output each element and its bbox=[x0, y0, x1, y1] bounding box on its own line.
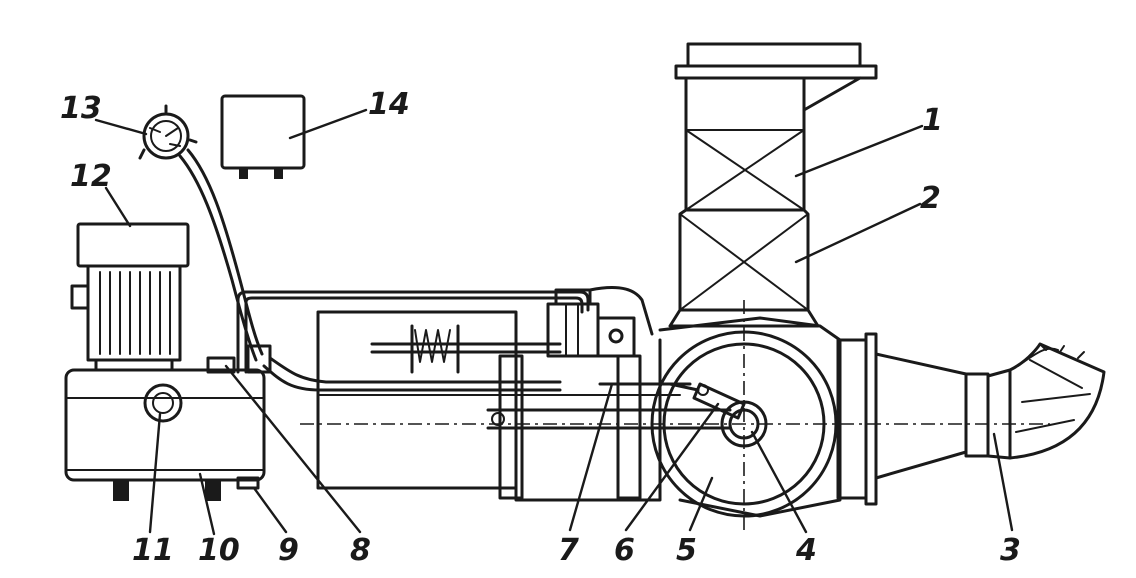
oil-tank bbox=[64, 368, 266, 501]
callout-4: 4 bbox=[795, 533, 817, 568]
callout-8: 8 bbox=[350, 533, 371, 568]
crank-lever bbox=[668, 382, 746, 420]
callout-10: 10 bbox=[198, 533, 240, 568]
electric-motor bbox=[70, 222, 190, 372]
callout-6: 6 bbox=[614, 533, 635, 568]
discharge-nozzle bbox=[874, 342, 1106, 480]
callout-1: 1 bbox=[922, 103, 943, 138]
callout-5: 5 bbox=[676, 533, 697, 568]
rotor-wheel bbox=[300, 300, 1050, 530]
callout-labels: 1 2 3 4 5 6 7 8 9 10 11 12 13 14 bbox=[60, 87, 1021, 568]
callout-12: 12 bbox=[70, 159, 112, 194]
callout-2: 2 bbox=[920, 181, 941, 216]
control-valve-block bbox=[546, 286, 654, 358]
filler-port bbox=[143, 383, 183, 423]
callout-7: 7 bbox=[558, 533, 579, 568]
piston-rod bbox=[370, 324, 562, 374]
hydraulic-lines bbox=[236, 290, 590, 392]
leader-lines bbox=[94, 108, 1014, 536]
push-rod bbox=[486, 354, 732, 500]
callout-9: 9 bbox=[278, 533, 299, 568]
feed-hopper bbox=[668, 42, 878, 328]
callout-11: 11 bbox=[132, 533, 174, 568]
callout-14: 14 bbox=[368, 87, 410, 122]
pressure-gauge bbox=[138, 104, 198, 160]
callout-13: 13 bbox=[60, 91, 102, 126]
callout-3: 3 bbox=[1000, 533, 1021, 568]
